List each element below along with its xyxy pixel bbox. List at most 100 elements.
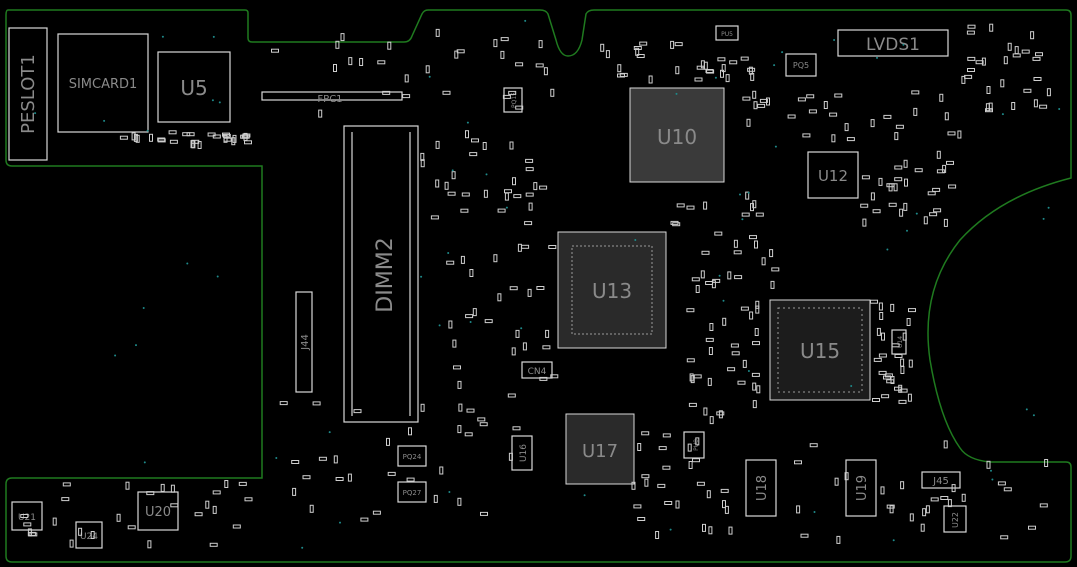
via-dot [1042,217,1045,220]
simcard-label: SIMCARD1 [69,77,138,92]
passive-pad [752,382,757,391]
connector-j44[interactable] [295,291,313,393]
passive-pad [876,327,881,336]
passive-pad [948,184,957,189]
passive-pad [536,286,545,290]
passive-pad [147,540,152,549]
passive-pad [914,168,923,173]
passive-pad [512,426,521,431]
passive-pad [720,488,729,493]
dimm-slot[interactable] [343,125,419,423]
chip-pu5[interactable] [715,25,739,41]
passive-pad [457,425,462,434]
chip-u10[interactable] [629,87,725,183]
passive-pad [525,192,534,197]
passive-pad [212,490,221,495]
passive-pad [232,134,237,143]
passive-pad [709,323,714,331]
chip-u5[interactable] [157,51,231,123]
passive-pad [925,505,930,514]
mosfet-pq27[interactable] [397,481,427,503]
passive-pad [688,461,693,469]
lvds-connector[interactable] [837,29,949,57]
passive-pad [872,398,880,402]
via-dot [485,173,488,176]
passive-pad [745,191,750,200]
passive-pad [880,486,885,495]
chip-u12[interactable] [807,151,859,199]
chip-u22[interactable] [943,505,967,533]
chip-u17[interactable] [565,413,635,485]
chip-pu8[interactable] [683,431,705,459]
passive-pad [509,286,518,291]
chip-u24[interactable] [75,521,103,549]
passive-pad [757,103,766,108]
passive-pad [951,484,956,493]
passive-pad [447,191,456,196]
passive-pad [207,132,216,137]
passive-pad [717,57,726,62]
mosfet-pq15[interactable] [503,87,523,113]
chip-u13[interactable] [557,231,667,349]
via-dot [275,457,278,459]
connector-j45[interactable] [921,471,961,489]
passive-pad [170,484,175,493]
passive-pad [932,187,941,192]
connector-cn4[interactable] [521,361,553,379]
passive-pad [1044,459,1049,467]
passive-pad [894,177,903,182]
mosfet-pq24[interactable] [397,445,427,467]
passive-pad [241,134,250,139]
passive-pad [521,244,530,249]
passive-pad [700,270,705,279]
chip-u20[interactable] [137,491,179,531]
passive-pad [504,192,509,201]
via-dot [876,56,878,59]
simcard-slot[interactable] [57,33,149,133]
chip-u19[interactable] [845,459,877,517]
passive-pad [722,317,727,326]
passive-pad [600,43,605,52]
passive-pad [754,328,759,336]
passive-pad [675,500,680,509]
passive-pad [696,481,705,486]
via-dot [850,385,853,387]
passive-pad [458,403,463,412]
passive-pad [116,513,121,522]
peslot-connector[interactable] [8,27,48,161]
via-dot [328,431,331,434]
passive-pad [482,142,487,150]
passive-pad [469,269,474,277]
passive-pad [635,47,640,56]
chip-u15[interactable] [769,299,871,401]
passive-pad [479,422,488,427]
via-dot [216,275,219,278]
passive-pad [703,407,708,416]
u22-label: U22 [951,512,960,528]
chip-u21[interactable] [11,501,43,531]
passive-pad [718,410,723,419]
passive-pad [686,308,695,313]
passive-pad [465,314,474,319]
chip-u18[interactable] [745,459,777,517]
passive-pad [78,527,83,536]
passive-pad [943,440,948,449]
fpc-connector[interactable] [261,91,403,101]
passive-pad [435,140,440,149]
passive-pad [930,497,939,502]
passive-pad [753,101,758,110]
mosfet-pq5[interactable] [785,53,817,77]
passive-pad [755,212,764,217]
passive-pad [453,365,461,370]
passive-pad [502,94,511,99]
passive-pad [513,194,522,199]
via-dot [1058,108,1061,110]
passive-pad [23,522,32,527]
via-dot [634,239,637,241]
fpc-label: FPC1 [317,94,342,105]
passive-pad [752,341,760,346]
passive-pad [1011,102,1016,110]
passive-pad [796,505,801,514]
via-dot [447,252,450,254]
